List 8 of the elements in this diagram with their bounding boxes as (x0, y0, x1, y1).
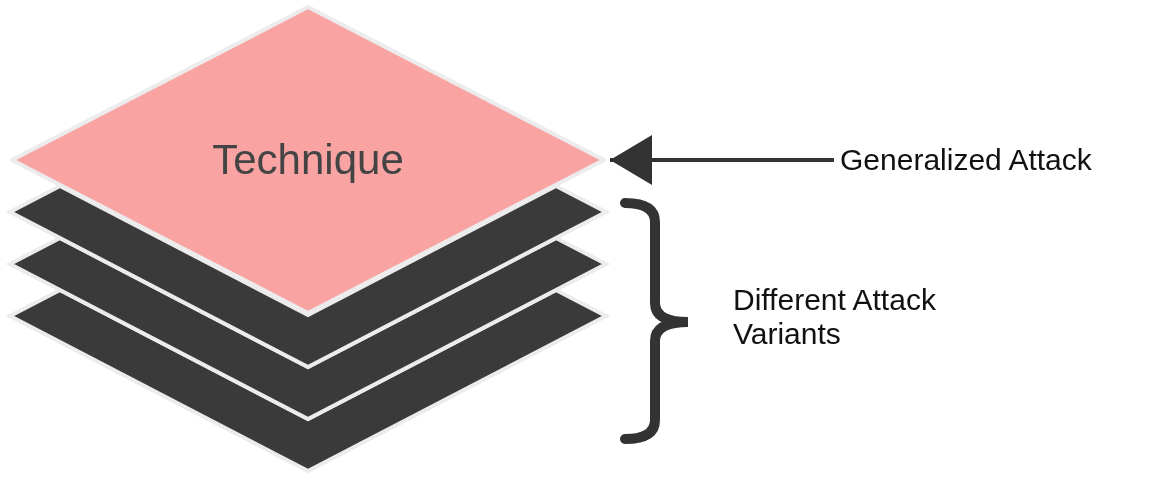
bracket-label: Different Attack Variants (733, 283, 937, 351)
text-label: Generalized Attack (840, 143, 1092, 177)
technique-diamond (10, 5, 606, 315)
layer-diamond (5, 235, 611, 422)
layer-diamond (5, 183, 611, 370)
arrow (610, 135, 834, 185)
node-label: Technique (212, 136, 404, 184)
layer-diamond (5, 287, 611, 474)
